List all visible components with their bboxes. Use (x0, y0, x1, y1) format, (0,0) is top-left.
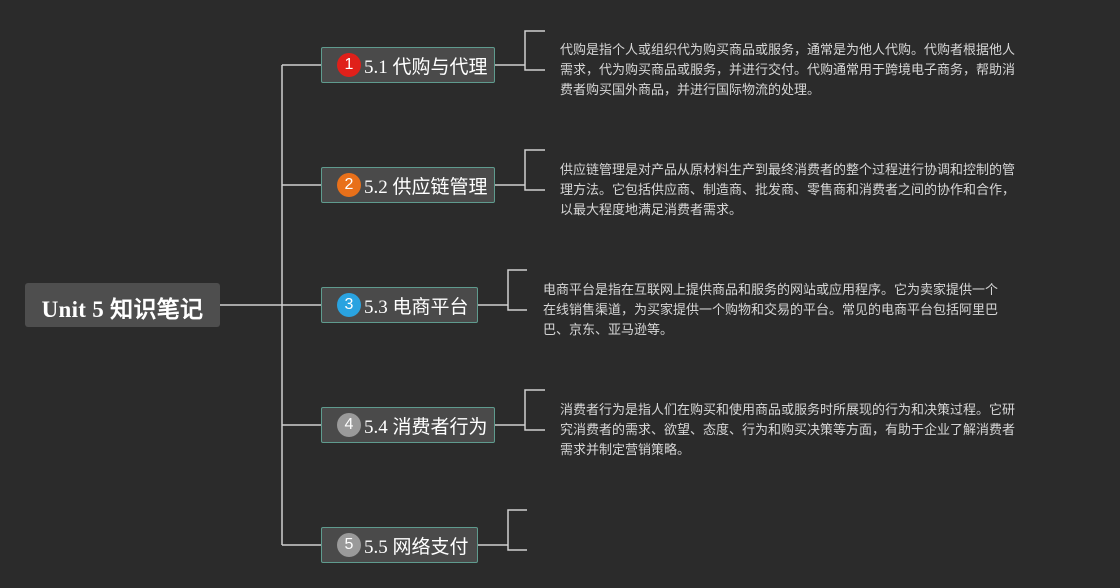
topic-4-bracket (524, 389, 545, 431)
topic-description-2: 供应链管理是对产品从原材料生产到最终消费者的整个过程进行协调和控制的管 理方法。… (560, 161, 1015, 221)
description-line: 究消费者的需求、欲望、态度、行为和购买决策等方面，有助于企业了解消费者 (560, 423, 1016, 438)
description-line: 代购是指个人或组织代为购买商品或服务，通常是为他人代购。代购者根据他人 (560, 43, 1016, 58)
description-line: 电商平台是指在互联网上提供商品和服务的网站或应用程序。它为卖家提供一个 (543, 283, 999, 298)
topic-node-1[interactable]: 1 5.1 代购与代理 (321, 47, 495, 83)
topic-2-bracket (524, 149, 545, 191)
description-line: 巴、京东、亚马逊等。 (543, 323, 674, 338)
topic-label-5: 5.5 网络支付 (364, 536, 469, 558)
topic-node-4[interactable]: 4 5.4 消费者行为 (321, 407, 495, 443)
topic-node-2[interactable]: 2 5.2 供应链管理 (321, 167, 495, 203)
priority-5-icon: 5 (337, 533, 361, 557)
topic-5-bracket (507, 509, 527, 551)
topic-1-bracket (524, 30, 545, 71)
topic-label-1: 5.1 代购与代理 (364, 56, 488, 78)
priority-4-icon: 4 (337, 413, 361, 437)
priority-1-icon: 1 (337, 53, 361, 77)
topic-label-4: 5.4 消费者行为 (364, 416, 488, 438)
description-line: 理方法。它包括供应商、制造商、批发商、零售商和消费者之间的协作和合作， (560, 183, 1016, 198)
topic-description-3: 电商平台是指在互联网上提供商品和服务的网站或应用程序。它为卖家提供一个 在线销售… (543, 281, 998, 341)
description-line: 消费者行为是指人们在购买和使用商品或服务时所展现的行为和决策过程。它研 (560, 403, 1016, 418)
description-line: 在线销售渠道，为买家提供一个购物和交易的平台。常见的电商平台包括阿里巴 (543, 303, 999, 318)
priority-2-icon: 2 (337, 173, 361, 197)
root-title: Unit 5 知识笔记 (41, 296, 204, 322)
description-line: 以最大程度地满足消费者需求。 (560, 203, 743, 218)
description-line: 需求，代为购买商品或服务，并进行交付。代购通常用于跨境电子商务，帮助消 (560, 63, 1016, 78)
topic-3-bracket (507, 269, 527, 311)
topic-description-1: 代购是指个人或组织代为购买商品或服务，通常是为他人代购。代购者根据他人 需求，代… (560, 41, 1015, 101)
description-line: 供应链管理是对产品从原材料生产到最终消费者的整个过程进行协调和控制的管 (560, 163, 1016, 178)
topic-description-4: 消费者行为是指人们在购买和使用商品或服务时所展现的行为和决策过程。它研 究消费者… (560, 401, 1015, 461)
topic-label-2: 5.2 供应链管理 (364, 176, 488, 198)
description-line: 费者购买国外商品，并进行国际物流的处理。 (560, 83, 821, 98)
root-node[interactable]: Unit 5 知识笔记 (25, 283, 220, 327)
topic-node-3[interactable]: 3 5.3 电商平台 (321, 287, 478, 323)
priority-3-icon: 3 (337, 293, 361, 317)
topic-node-5[interactable]: 5 5.5 网络支付 (321, 527, 478, 563)
description-line: 需求并制定营销策略。 (560, 443, 691, 458)
topic-label-3: 5.3 电商平台 (364, 296, 469, 318)
